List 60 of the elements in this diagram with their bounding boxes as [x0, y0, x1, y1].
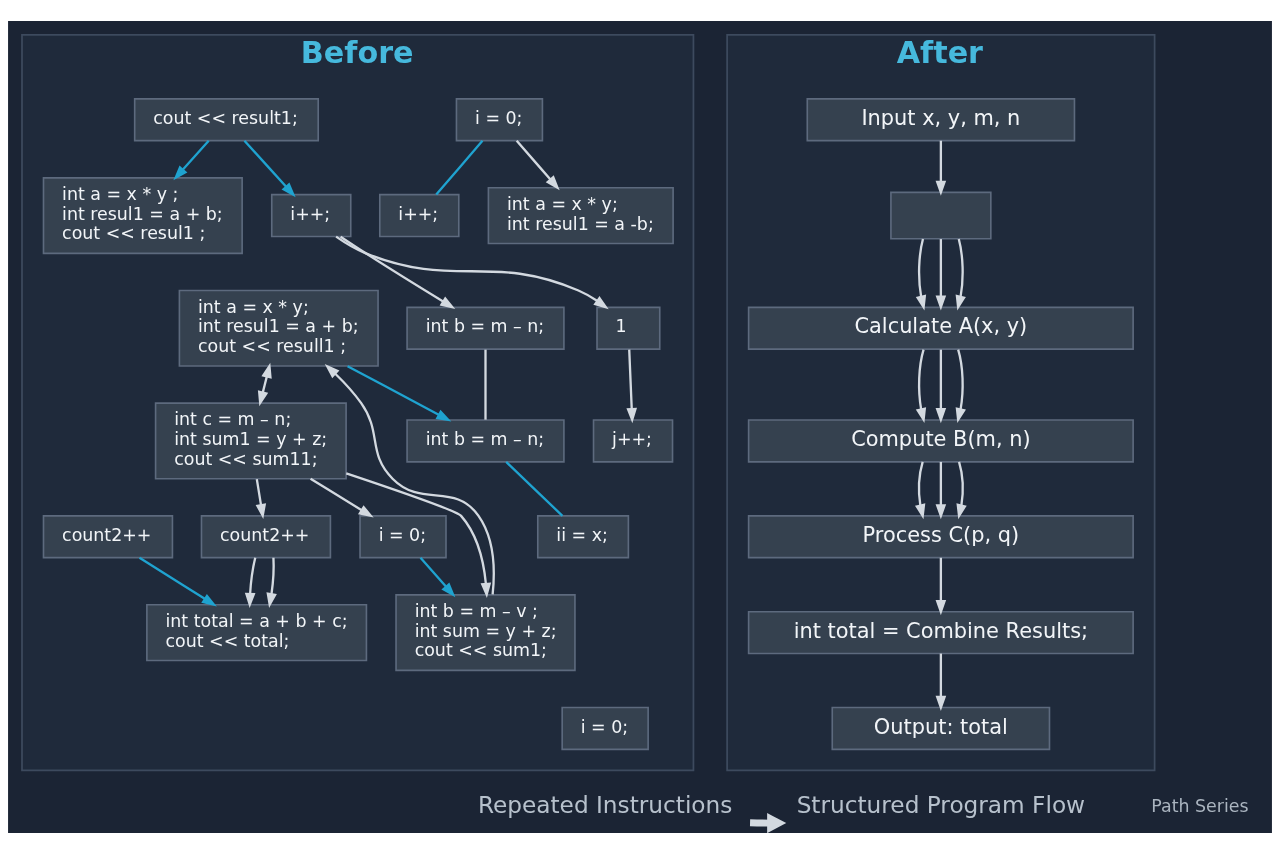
arrow — [515, 139, 560, 190]
arrow — [244, 557, 257, 608]
arrow — [935, 349, 947, 423]
node-box: i = 0; — [359, 514, 447, 558]
arrow — [935, 461, 947, 519]
arrow — [255, 478, 267, 519]
arrow — [243, 139, 296, 197]
arrow — [935, 238, 947, 311]
node-box: i = 0; — [561, 706, 649, 750]
node-text: Structured Program Flow — [796, 790, 1086, 818]
arrow — [915, 238, 927, 310]
node-box: Compute B(m, n) — [747, 418, 1134, 463]
node-box: Output: total — [831, 706, 1051, 750]
node-box: count2++ — [200, 514, 332, 558]
node-box: int total = a + b + c; cout << total; — [146, 603, 368, 661]
arrow — [935, 653, 947, 711]
node-box: 1 — [596, 306, 661, 350]
arrow — [955, 348, 966, 423]
arrow — [955, 238, 966, 310]
arrow — [419, 556, 456, 597]
arrow — [345, 471, 492, 598]
arrow — [935, 140, 947, 196]
arrow — [266, 557, 277, 608]
node-box: Process C(p, q) — [747, 514, 1134, 558]
node-box: count2++ — [42, 514, 174, 558]
node-box: int b = m – n; — [406, 418, 565, 463]
node-box: int a = x * y ; int resul1 = a + b; cout << resul1 ; — [42, 176, 243, 254]
arrow — [914, 461, 926, 519]
node-box: int a = x * y; int resul1 = a + b; cout << resull1 ; — [178, 289, 379, 367]
arrow — [339, 235, 456, 309]
node-box — [890, 191, 992, 240]
arrow — [324, 363, 495, 594]
node-box: cout << result1; — [133, 97, 320, 141]
arrow — [956, 461, 967, 519]
connector — [505, 460, 564, 517]
node-box: ii = x; — [536, 514, 630, 558]
arrow — [347, 364, 452, 422]
arrow — [138, 556, 217, 606]
connector — [484, 349, 487, 420]
node-box: Input x, y, m, n — [806, 97, 1076, 141]
label: Path Series — [1151, 795, 1249, 816]
arrow — [915, 348, 927, 423]
node-box: Calculate A(x, y) — [747, 306, 1134, 350]
node-box: i++; — [378, 193, 460, 237]
node-box: i = 0; — [455, 97, 544, 141]
node-box: int total = Combine Results; — [747, 610, 1134, 654]
node-box: int b = m – n; — [406, 306, 565, 350]
node-text: Repeated Instructions — [477, 790, 733, 818]
arrow — [626, 349, 637, 423]
connector — [435, 139, 484, 195]
arrow — [309, 477, 374, 518]
node-box: int c = m – n; int sum1 = y + z; cout << sum11; — [154, 401, 347, 479]
arrow — [173, 139, 210, 180]
node-box: int a = x * y; int resul1 = a -b; — [487, 186, 674, 244]
node-box: j++; — [592, 418, 674, 463]
arrow — [335, 235, 609, 309]
arrow — [257, 362, 272, 406]
arrow — [935, 557, 947, 615]
node-box: int b = m – v ; int sum = y + z; cout << sum1; — [395, 593, 576, 671]
node-box: i++; — [270, 193, 352, 237]
